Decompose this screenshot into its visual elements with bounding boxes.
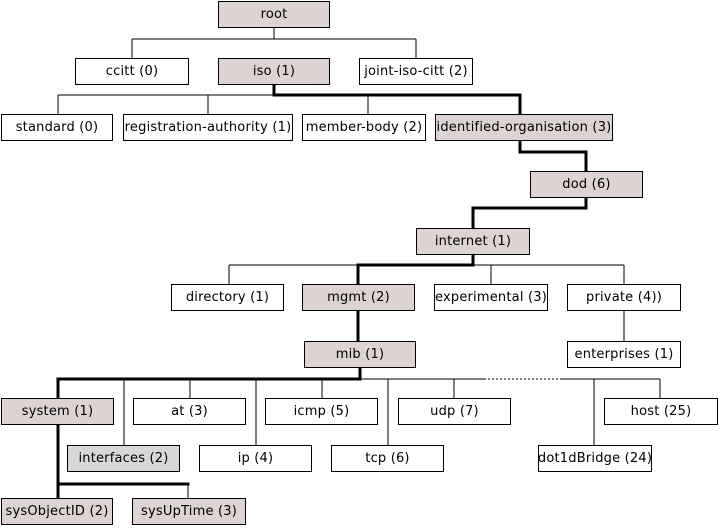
node-experimental: experimental (3) [434,284,548,311]
node-internet: internet (1) [416,228,530,255]
node-joint-iso-citt: joint-iso-citt (2) [359,58,473,85]
node-standard: standard (0) [1,114,113,141]
highlighted-path [56,82,588,500]
node-system: system (1) [1,398,114,425]
node-private: private (4)) [567,284,681,311]
node-mib: mib (1) [304,341,416,368]
node-at: at (3) [133,398,246,425]
path-internet-to-mgmt [356,252,475,286]
node-directory: directory (1) [171,284,284,311]
thin-connectors [57,28,661,498]
node-sysuptime: sysUpTime (3) [132,498,246,525]
node-dod: dod (6) [530,171,643,198]
node-host: host (25) [604,398,718,425]
node-ccitt: ccitt (0) [75,58,189,85]
node-enterprises: enterprises (1) [567,341,681,368]
node-member-body: member-body (2) [302,114,426,141]
node-registration-authority: registration-authority (1) [123,114,293,141]
node-root: root [218,1,330,28]
node-tcp: tcp (6) [331,445,444,472]
path-mib-to-system [56,366,362,400]
path-dod-to-internet [471,196,588,230]
node-icmp: icmp (5) [265,398,378,425]
node-identified-organisation: identified-organisation (3) [435,114,613,141]
node-udp: udp (7) [398,398,511,425]
node-interfaces: interfaces (2) [67,445,180,472]
node-mgmt: mgmt (2) [302,284,415,311]
node-iso: iso (1) [218,58,330,85]
node-ip: ip (4) [199,445,312,472]
node-sysobjectid: sysObjectID (2) [1,498,113,525]
node-dot1dbridge: dot1dBridge (24) [538,445,652,472]
path-identified-to-dod [518,138,588,173]
path-iso-to-identified [272,82,522,116]
